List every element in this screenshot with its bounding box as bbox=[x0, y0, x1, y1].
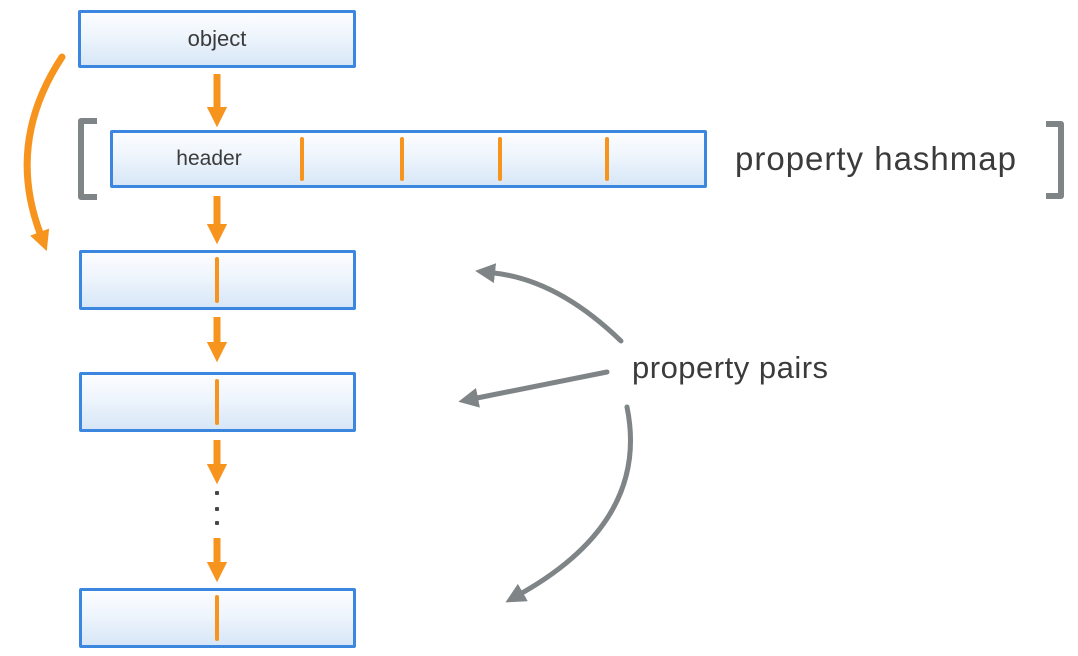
hashmap-slot-divider bbox=[300, 137, 304, 181]
arrow-pairs-to-pair3-icon bbox=[505, 404, 633, 603]
header-label: header bbox=[176, 147, 242, 170]
pair-divider bbox=[215, 379, 219, 425]
arrow-pairs-to-pair2-icon bbox=[458, 369, 610, 408]
object-box: object bbox=[78, 10, 356, 68]
right-bracket-icon bbox=[1046, 121, 1064, 199]
hashmap-slot-divider bbox=[605, 137, 609, 181]
pair-box-3 bbox=[79, 588, 356, 648]
hashmap-slot-divider bbox=[498, 137, 502, 181]
arrow-object-to-pair1-curved-icon bbox=[23, 53, 66, 252]
pairs-caption: property pairs bbox=[632, 350, 829, 385]
hashmap-caption: property hashmap bbox=[735, 140, 1017, 177]
arrow-pairs-to-pair1-icon bbox=[475, 263, 624, 344]
pair-divider bbox=[215, 595, 219, 641]
pair-box-2 bbox=[79, 372, 356, 432]
pair-box-1 bbox=[79, 250, 356, 310]
pair-divider bbox=[215, 257, 219, 303]
left-bracket-icon bbox=[78, 118, 97, 200]
vertical-ellipsis-icon bbox=[215, 491, 219, 527]
hashmap-header-box: header bbox=[110, 130, 707, 188]
object-box-label: object bbox=[187, 26, 247, 51]
hashmap-slot-divider bbox=[400, 137, 404, 181]
